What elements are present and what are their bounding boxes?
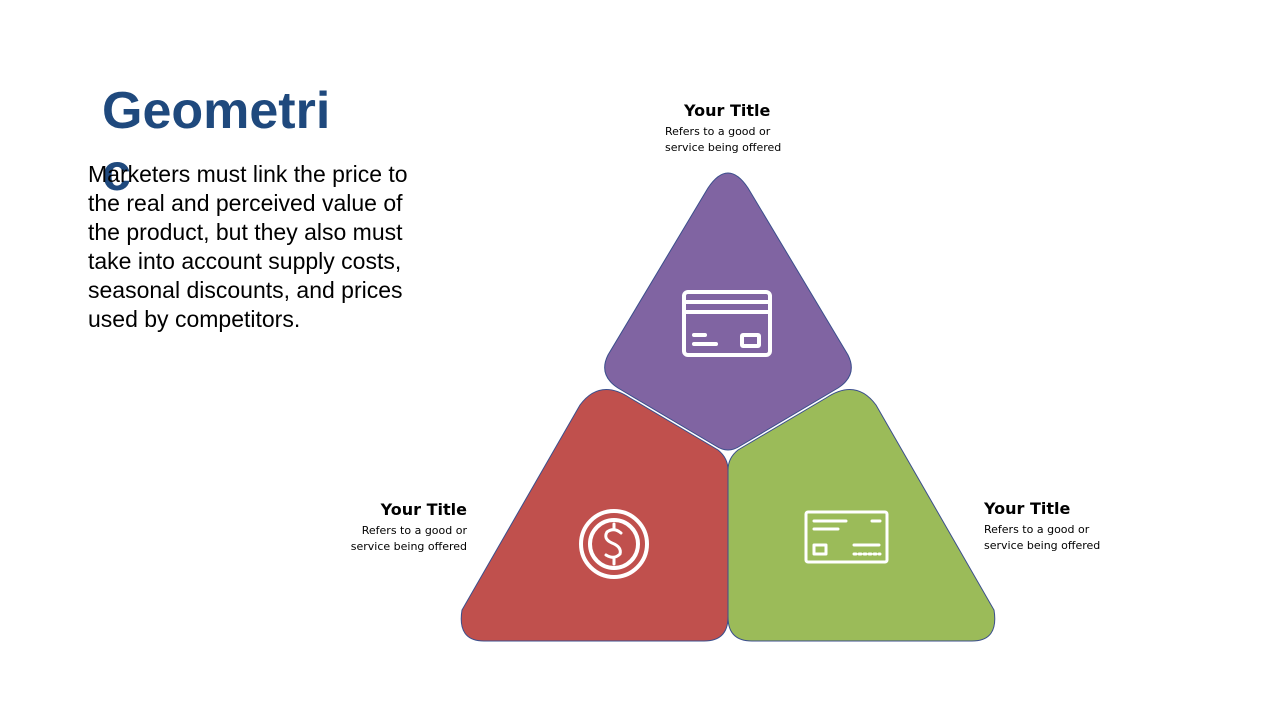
slide-title: Geometric	[102, 82, 331, 202]
segment-top-label: Your Title Refers to a good or service b…	[665, 101, 805, 156]
segment-right-title: Your Title	[984, 499, 1071, 518]
segment-right-label: Your Title Refers to a good or service b…	[984, 499, 1124, 554]
segment-right-shape	[727, 389, 996, 642]
segment-right-description: Refers to a good or service being offere…	[984, 523, 1101, 552]
dollar-coin-icon	[579, 509, 649, 579]
segment-top-title: Your Title	[684, 101, 771, 120]
segment-left-label: Your Title Refers to a good or service b…	[330, 500, 467, 555]
segment-top-description: Refers to a good or service being offere…	[665, 125, 782, 154]
segment-left-description: Refers to a good or service being offere…	[350, 524, 467, 553]
card-reader-icon	[804, 510, 889, 564]
credit-card-icon	[682, 290, 772, 357]
segment-left-title: Your Title	[380, 500, 467, 519]
slide-body-text: Marketers must link the price to the rea…	[88, 161, 408, 332]
